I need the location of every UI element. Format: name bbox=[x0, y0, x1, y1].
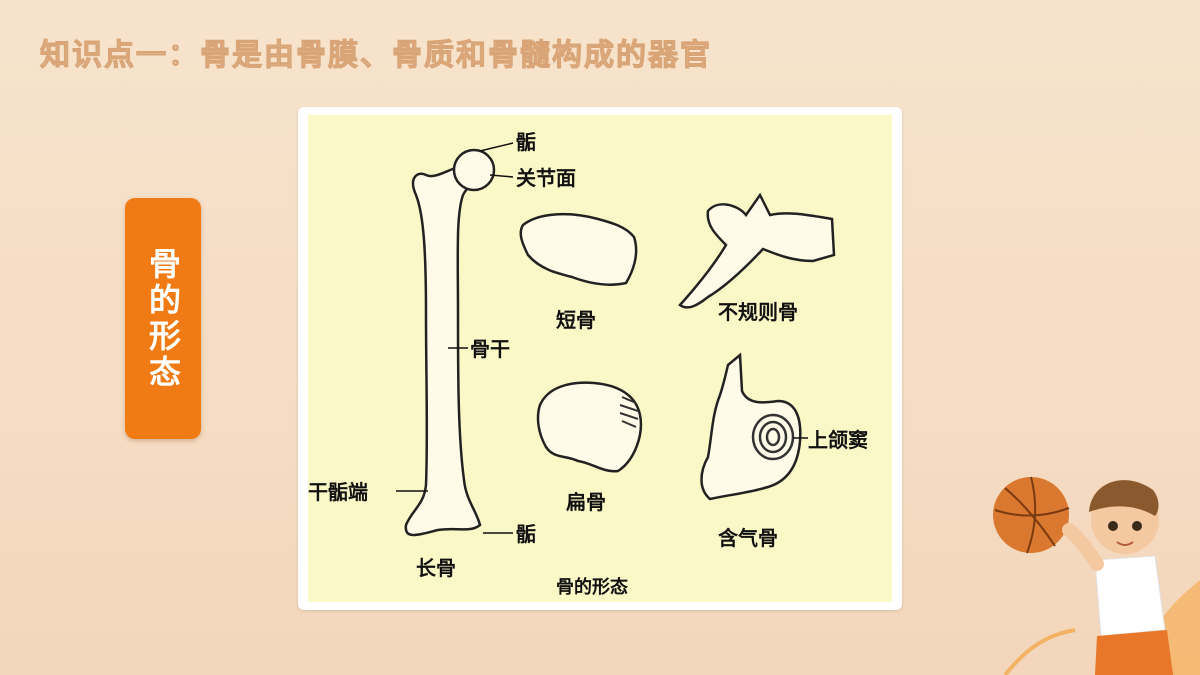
side-label-badge: 骨的形态 bbox=[125, 198, 201, 439]
label-epiphysis-top: 骺 bbox=[516, 130, 536, 154]
label-articular-surface: 关节面 bbox=[516, 166, 576, 190]
maxillary-sinus-shading bbox=[751, 413, 795, 461]
bone-figure: 骺 关节面 骨干 干骺端 骺 长骨 短骨 不规则骨 扁骨 bbox=[308, 115, 892, 602]
basketball-player-illustration bbox=[993, 476, 1200, 675]
label-epiphysis-bottom: 骺 bbox=[516, 522, 536, 546]
label-pneumatic-bone: 含气骨 bbox=[718, 526, 778, 550]
pointer-line bbox=[489, 174, 514, 178]
label-irregular-bone: 不规则骨 bbox=[718, 300, 798, 324]
side-label-text: 骨的形态 bbox=[144, 246, 182, 391]
long-bone-drawing bbox=[404, 148, 496, 537]
label-flat-bone: 扁骨 bbox=[566, 490, 606, 514]
irregular-bone-drawing bbox=[678, 192, 836, 309]
pointer-line bbox=[479, 142, 514, 152]
label-maxillary-sinus: 上颌窦 bbox=[808, 428, 868, 452]
label-diaphysis: 骨干 bbox=[470, 337, 510, 361]
slide-title: 知识点一：骨是由骨膜、骨质和骨髓构成的器官 bbox=[40, 38, 712, 74]
label-metaphysis: 干骺端 bbox=[308, 480, 368, 504]
bone-figure-card: 骺 关节面 骨干 干骺端 骺 长骨 短骨 不规则骨 扁骨 bbox=[298, 107, 902, 610]
flat-bone-drawing bbox=[536, 381, 643, 473]
short-bone-drawing bbox=[519, 213, 638, 286]
flat-bone-shading bbox=[619, 396, 639, 428]
label-short-bone: 短骨 bbox=[556, 308, 596, 332]
figure-caption: 骨的形态 bbox=[556, 576, 628, 598]
label-long-bone: 长骨 bbox=[416, 556, 456, 580]
bone-figure-svg: 骺 关节面 骨干 干骺端 骺 长骨 短骨 不规则骨 扁骨 bbox=[308, 130, 868, 598]
pneumatic-bone-drawing bbox=[700, 352, 802, 501]
